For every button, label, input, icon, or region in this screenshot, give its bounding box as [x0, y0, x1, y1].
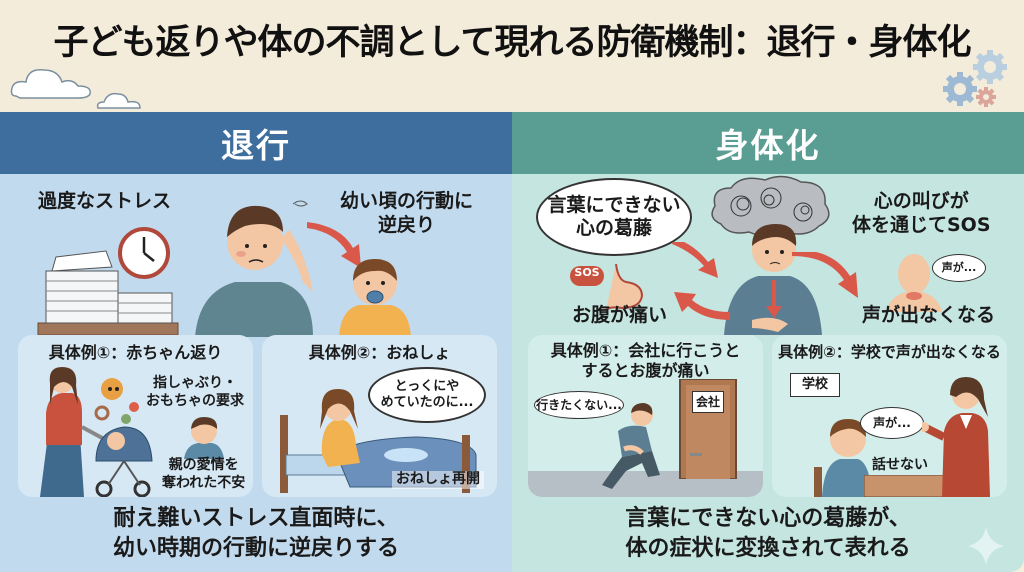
somatization-heading: 身体化 — [512, 112, 1024, 174]
arrow-icon — [307, 222, 361, 268]
arrow-icon — [672, 242, 718, 278]
cannot-speak-caption: 話せない — [872, 457, 928, 473]
regression-example-1-card: 具体例①：赤ちゃん返り 指しゃぶり・ おもちゃの要求 — [18, 335, 253, 497]
somatizing-man-illustration — [724, 224, 822, 335]
thumb-sucking-note: 指しゃぶり・ おもちゃの要求 — [146, 375, 244, 409]
card-title: 具体例②：学校で声が出なくなる — [778, 343, 1001, 361]
arrow-icon — [792, 252, 858, 298]
conflict-speech-bubble: 言葉にできない心の葛藤 — [536, 178, 692, 256]
stomach-icon — [570, 263, 644, 311]
paper-stack-illustration — [37, 227, 179, 336]
company-sign: 会社 — [692, 391, 724, 413]
stressed-man-illustration — [195, 200, 313, 337]
revert-label: 幼い頃の行動に 逆戻り — [340, 190, 474, 236]
somatization-panel: 身体化 言葉にできない心の葛藤 心の叫びが 体を通じてSOS — [512, 112, 1024, 572]
somatization-example-2-card: 具体例②：学校で声が出なくなる 学校 声が... 話せない — [772, 335, 1007, 497]
kneeling-man-illustration — [602, 403, 660, 489]
card-title: 具体例①：赤ちゃん返り — [48, 343, 223, 362]
voice-loss-label: 声が出なくなる — [862, 304, 996, 326]
somatization-summary: 言葉にできない心の葛藤が、 体の症状に変換されて表れる — [625, 506, 911, 561]
voice-speech-bubble: 声が... — [932, 254, 986, 282]
rattle-toy-icon — [94, 378, 139, 424]
regression-panel: 退行 過度なストレス 幼い頃の行動に 逆戻り — [0, 112, 512, 572]
reluctant-speech-bubble: 行きたくない... — [534, 391, 624, 419]
bedwetting-caption: おねしょ再開 — [392, 471, 484, 489]
silent-boy-illustration — [814, 419, 872, 497]
title-banner: 子ども返りや体の不調として現れる防衛機制：退行・身体化 — [0, 0, 1024, 112]
regression-example-2-card: 具体例②：おねしょ とっくにやめていたのに... おねしょ再開 — [262, 335, 497, 497]
regression-summary: 耐え難いストレス直面時に、 幼い時期の行動に逆戻りする — [112, 506, 399, 561]
school-sign: 学校 — [790, 373, 840, 397]
stress-label: 過度なストレス — [38, 190, 172, 212]
mother-stroller-illustration — [40, 367, 153, 497]
stomach-pain-label: お腹が痛い — [572, 304, 668, 326]
sparkle-icon — [968, 526, 1004, 566]
card-title: 具体例①：会社に行こうと するとお腹が痛い — [550, 341, 741, 380]
somatization-example-1-card: 具体例①：会社に行こうと するとお腹が痛い 会社 行きたくない... — [528, 335, 763, 497]
arrow-icon — [674, 292, 730, 320]
regression-heading: 退行 — [0, 112, 512, 174]
throat-head-icon — [886, 254, 942, 312]
card-title: 具体例②：おねしょ — [308, 343, 451, 362]
cloud-icon — [96, 92, 141, 109]
sos-badge: SOS — [574, 266, 600, 279]
child-pacifier-illustration — [339, 259, 411, 337]
cloud-icon — [10, 69, 91, 99]
voice-speech-bubble: 声が... — [860, 407, 924, 439]
anxiety-note: 親の愛情を 奪われた不安 — [162, 457, 246, 491]
anxious-child-illustration — [184, 417, 224, 459]
thought-bubble: とっくにやめていたのに... — [368, 367, 486, 423]
gears-icon — [943, 50, 1007, 107]
teacher-illustration — [922, 377, 990, 497]
sos-label: 心の叫びが 体を通じてSOS — [852, 190, 991, 236]
desk-illustration — [864, 475, 944, 497]
page-title: 子ども返りや体の不調として現れる防衛機制：退行・身体化 — [53, 23, 972, 63]
